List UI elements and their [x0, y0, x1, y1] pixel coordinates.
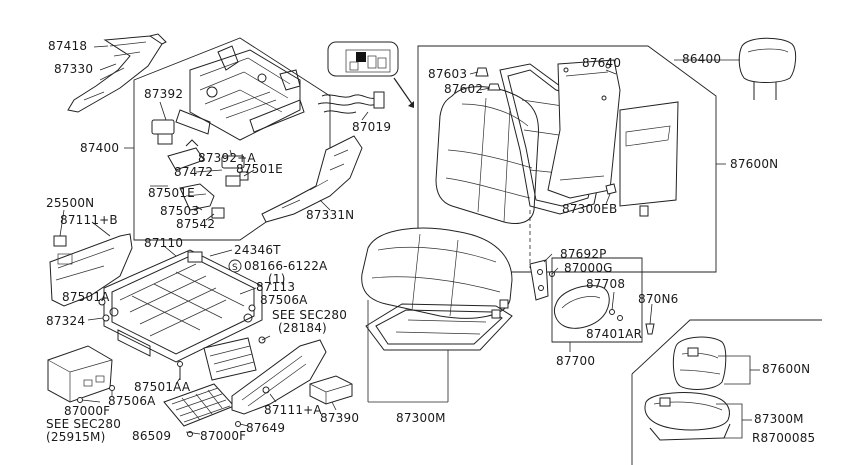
- inset-seat-cushion: [644, 392, 731, 441]
- label-87019: 87019: [352, 120, 392, 134]
- label-87501aa: 87501AA: [134, 380, 191, 394]
- screw-symbol-letter: S: [232, 263, 238, 273]
- connector-25500n: [53, 235, 67, 247]
- pointer-arrow: [393, 77, 414, 108]
- label-870n6: 870N6: [638, 292, 679, 306]
- rear-board: [619, 101, 679, 217]
- screw-symbol: S: [228, 259, 242, 273]
- label-87331n: 87331N: [306, 208, 355, 222]
- label-87600n-inset: 87600N: [762, 362, 811, 376]
- bolt-87501aa: [177, 361, 183, 380]
- label-87111-a: 87111+A: [264, 403, 322, 417]
- clip-87300eb: [605, 183, 617, 195]
- bracket-87472: [167, 139, 205, 171]
- label-bracket-87300m: [367, 300, 449, 403]
- bolt-87708: [609, 291, 623, 321]
- wire-harness-87019: [317, 91, 385, 114]
- label-28184: (28184): [278, 321, 327, 335]
- trim-cover-87330: [67, 33, 167, 113]
- side-cover-87331n: [261, 135, 363, 223]
- hinge-87692p: [529, 259, 549, 301]
- label-87324: 87324: [46, 314, 86, 328]
- label-87330: 87330: [54, 62, 94, 76]
- label-87640: 87640: [582, 56, 622, 70]
- label-87708: 87708: [586, 277, 626, 291]
- label-87390: 87390: [320, 411, 360, 425]
- label-87503: 87503: [160, 204, 200, 218]
- label-87649: 87649: [246, 421, 286, 435]
- label-87111-b: 87111+B: [60, 213, 118, 227]
- label-see-sec280-28184: SEE SEC280: [272, 308, 348, 322]
- label-87692p: 87692P: [560, 247, 607, 261]
- label-87501e-left: 87501E: [148, 186, 195, 200]
- side-cover-87111b: [49, 233, 133, 307]
- motor-87392: [151, 101, 175, 145]
- storage-tray-87390: [309, 375, 353, 405]
- label-87000f-left: 87000F: [64, 404, 111, 418]
- label-87113: 87113: [256, 280, 296, 294]
- label-87506a-top: 87506A: [260, 293, 308, 307]
- label-87300m-center: 87300M: [396, 411, 446, 425]
- back-panel-87640: [547, 59, 621, 199]
- label-87602: 87602: [444, 82, 484, 96]
- bolt-87501a: [98, 298, 106, 306]
- switch-indicator-87019: [327, 41, 399, 77]
- label-24346t: 24346T: [234, 243, 281, 257]
- label-87300m-inset: 87300M: [754, 412, 804, 426]
- label-87401ar: 87401AR: [586, 327, 643, 341]
- clip-87649: [235, 421, 241, 427]
- label-87000f-bottom: 87000F: [200, 429, 247, 443]
- label-87603: 87603: [428, 67, 468, 81]
- clip-87602: [487, 83, 501, 91]
- bolt-87000f-left: [77, 397, 83, 403]
- label-87392: 87392: [144, 87, 184, 101]
- label-87400: 87400: [80, 141, 120, 155]
- bolt-87324: [87, 314, 110, 322]
- clip-87542: [211, 207, 225, 219]
- label-see-sec280-25915m: SEE SEC280: [46, 417, 122, 431]
- headrest-86400: [738, 37, 797, 100]
- label-87506a-bottom: 87506A: [108, 394, 156, 408]
- seat-adjuster-mechanism: [175, 45, 305, 141]
- control-unit-28184: [203, 336, 266, 381]
- label-87501e-right: 87501E: [236, 162, 283, 176]
- label-87600n-top: 87600N: [730, 157, 779, 171]
- motor-87392a: [221, 149, 245, 169]
- label-87110: 87110: [144, 236, 184, 250]
- cover-87401ar: [553, 285, 610, 329]
- harness-87503: [179, 183, 215, 211]
- label-87392-a: 87392+A: [198, 151, 256, 165]
- label-25500n: 25500N: [46, 196, 95, 210]
- module-25915m: [47, 345, 113, 403]
- clip-87603: [475, 67, 489, 77]
- label-87472: 87472: [174, 165, 214, 179]
- side-cover-87111a: [231, 339, 327, 415]
- inset-frame: [631, 319, 822, 465]
- label-87700: 87700: [556, 354, 596, 368]
- seat-base-frame: [103, 249, 263, 363]
- label-08166-6122a: 08166-6122A: [244, 259, 328, 273]
- parts-box-87700: [551, 257, 643, 343]
- diagram-code: R8700085: [752, 431, 816, 445]
- label-86400: 86400: [682, 52, 722, 66]
- inset-seat-back: [672, 336, 727, 390]
- label-25915m: (25915M): [46, 430, 106, 444]
- label-86509: 86509: [132, 429, 172, 443]
- label-87300eb: 87300EB: [562, 202, 618, 216]
- label-87000g: 87000G: [564, 261, 613, 275]
- label-87542: 87542: [176, 217, 216, 231]
- seat-cushion-87300m: [361, 227, 513, 319]
- seatback-cushion: [435, 86, 539, 224]
- bolt-87506a-top: [248, 304, 256, 312]
- label-87418: 87418: [48, 39, 88, 53]
- label-08166-quantity: (1): [268, 272, 286, 286]
- bolt-87506a-bottom: [109, 385, 115, 391]
- clip-870n6: [645, 303, 655, 335]
- cushion-pan: [365, 299, 513, 351]
- inset-leaders: [716, 355, 760, 439]
- label-87501a: 87501A: [62, 290, 110, 304]
